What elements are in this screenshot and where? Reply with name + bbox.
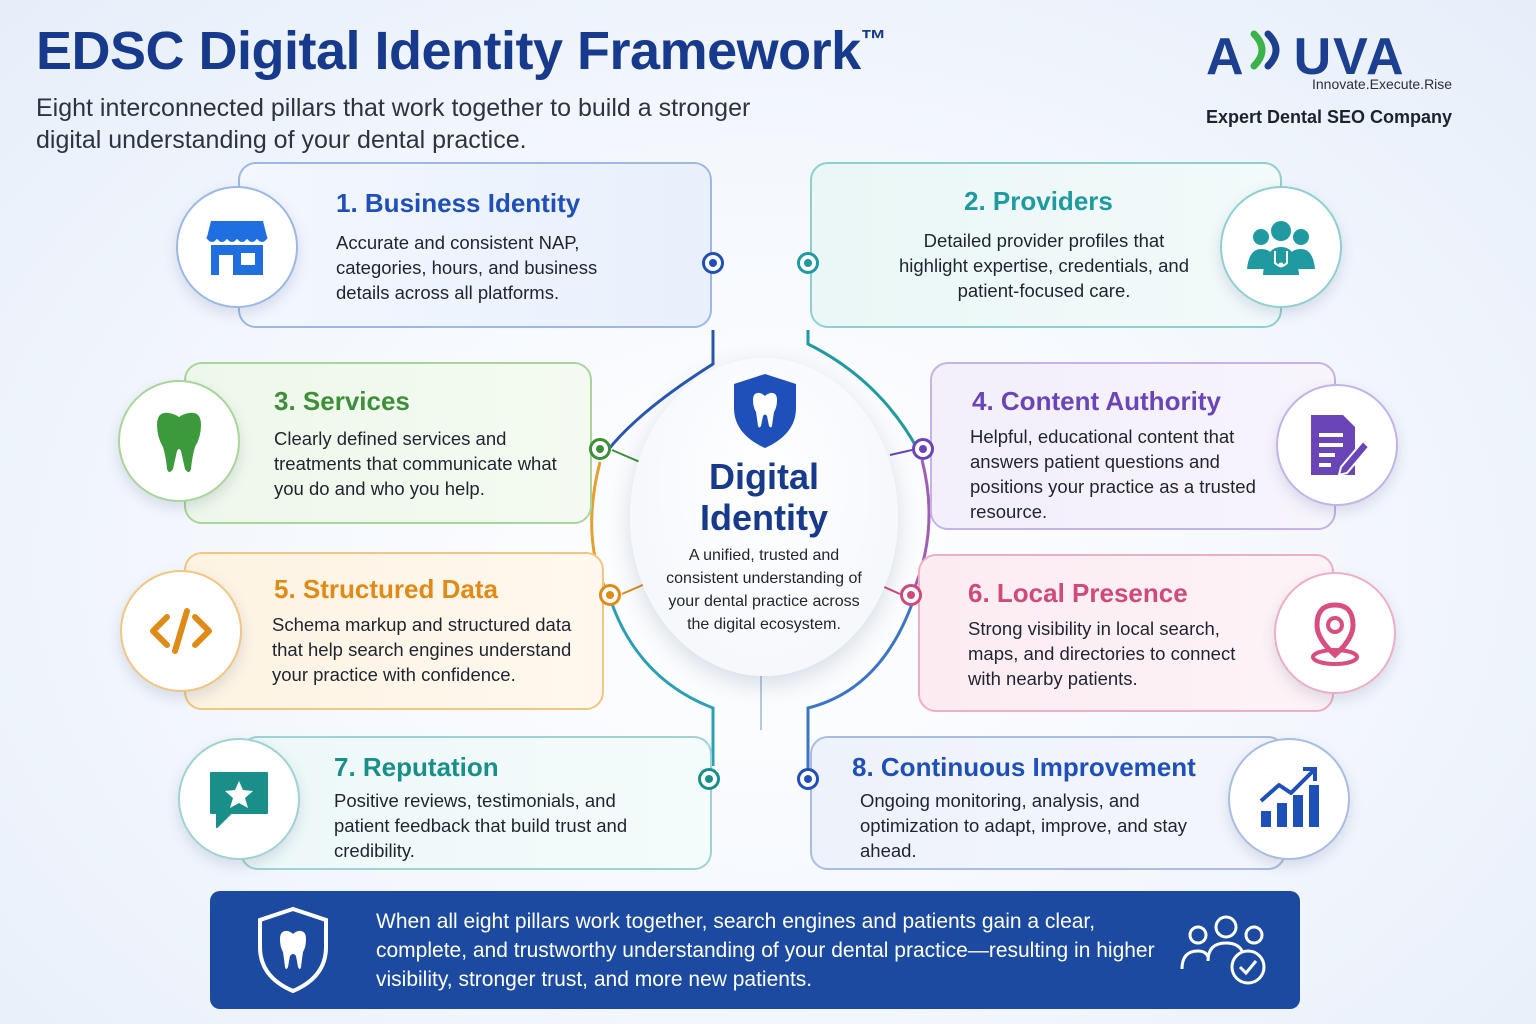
- pillar-reputation: 7. Reputation Positive reviews, testimon…: [240, 736, 712, 870]
- digital-identity-hub: Digital Identity A unified, trusted and …: [630, 358, 898, 676]
- pillar-description: Positive reviews, testimonials, and pati…: [334, 790, 628, 861]
- pillar-title: 8. Continuous Improvement: [852, 752, 1196, 782]
- connector-dot: [698, 768, 720, 790]
- document-edit-icon: [1276, 384, 1398, 506]
- pillar-structured-data: 5. Structured Data Schema markup and str…: [184, 552, 604, 710]
- summary-banner: When all eight pillars work together, se…: [210, 891, 1300, 1009]
- logo-wordmark: A UVA: [1206, 27, 1406, 86]
- star-review-icon: [178, 738, 300, 860]
- pillar-title: 1. Business Identity: [336, 188, 581, 218]
- doctors-team-icon: [1220, 186, 1342, 308]
- pillar-title: 2. Providers: [964, 186, 1113, 216]
- code-icon: [120, 570, 242, 692]
- growth-chart-icon: [1228, 738, 1350, 860]
- connector-dot: [599, 584, 621, 606]
- connector-dot: [912, 438, 934, 460]
- connector-dot: [589, 438, 611, 460]
- pillar-local-presence: 6. Local Presence Strong visibility in l…: [918, 554, 1334, 712]
- logo-mark-icon: [1248, 30, 1292, 83]
- pillar-description: Strong visibility in local search, maps,…: [968, 618, 1236, 689]
- pillar-title: 6. Local Presence: [968, 578, 1188, 608]
- map-pin-icon: [1274, 572, 1396, 694]
- users-check-icon: [1180, 915, 1266, 985]
- summary-text: When all eight pillars work together, se…: [376, 910, 1155, 991]
- pillar-title: 3. Services: [274, 386, 410, 416]
- logo-tagline: Innovate.Execute.Rise: [1312, 76, 1453, 92]
- pillar-description: Clearly defined services and treatments …: [274, 428, 557, 499]
- pillar-providers: 2. Providers Detailed provider profiles …: [810, 162, 1282, 328]
- pillar-title: 7. Reputation: [334, 752, 499, 782]
- pillar-services: 3. Services Clearly defined services and…: [184, 362, 592, 524]
- page-subtitle: Eight interconnected pillars that work t…: [36, 94, 751, 154]
- brand-logo: A UVA Innovate.Execute.Rise: [1206, 27, 1478, 92]
- tooth-shield-icon: [258, 906, 328, 994]
- page-title: EDSC Digital Identity Framework™: [36, 21, 887, 81]
- tooth-icon: [118, 380, 240, 502]
- pillar-description: Ongoing monitoring, analysis, and optimi…: [860, 790, 1188, 861]
- pillar-description: Accurate and consistent NAP, categories,…: [336, 232, 598, 303]
- pillar-business-identity: 1. Business Identity Accurate and consis…: [238, 162, 712, 328]
- connector-dot: [702, 252, 724, 274]
- pillar-description: Schema markup and structured data that h…: [272, 614, 572, 685]
- logo-caption: Expert Dental SEO Company: [1206, 107, 1453, 127]
- pillar-description: Detailed provider profiles that highligh…: [898, 230, 1189, 301]
- tooth-shield-icon: [734, 374, 796, 448]
- connector-dot: [797, 768, 819, 790]
- pillar-title: 5. Structured Data: [274, 574, 498, 604]
- connector-dot: [797, 252, 819, 274]
- pillar-title: 4. Content Authority: [972, 386, 1221, 416]
- connector-dot: [900, 584, 922, 606]
- hub-title: Digital Identity: [699, 456, 828, 538]
- pillar-description: Helpful, educational content that answer…: [970, 426, 1256, 522]
- storefront-icon: [176, 186, 298, 308]
- hub-description: A unified, trusted and consistent unders…: [666, 547, 862, 633]
- trademark-symbol: ™: [860, 24, 887, 54]
- pillar-continuous-improvement: 8. Continuous Improvement Ongoing monito…: [810, 736, 1286, 870]
